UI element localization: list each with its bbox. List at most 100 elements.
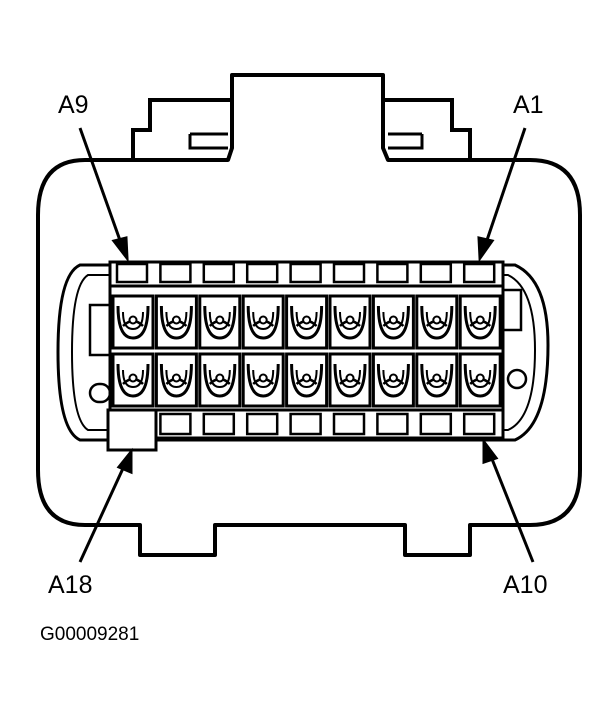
terminal-outline	[203, 363, 237, 398]
mating-face-outline	[56, 263, 550, 442]
terminal-inner	[252, 369, 275, 389]
terminal-outline	[420, 363, 454, 398]
terminal-inner	[295, 369, 318, 389]
terminal-outline	[246, 305, 280, 340]
terminal-inner	[165, 311, 188, 331]
terminal-dot	[388, 315, 398, 325]
label-a1: A1	[513, 91, 544, 119]
top-latch-window	[245, 262, 279, 284]
arrow-a1-head	[477, 236, 495, 263]
right-top-latch	[383, 98, 472, 158]
a18-tab	[106, 408, 158, 452]
arrow-a1	[483, 127, 527, 247]
terminal-outline	[246, 363, 280, 398]
top-latch-window	[332, 262, 366, 284]
cavity-bottom	[198, 352, 242, 408]
terminal-inner	[425, 311, 448, 331]
cavity-top	[154, 294, 198, 350]
cavity-top	[415, 294, 459, 350]
terminal-inner	[208, 369, 231, 389]
top-cavity-strip	[108, 260, 505, 288]
top-latch-window	[376, 262, 409, 284]
bottom-cavity-strip	[108, 408, 505, 440]
terminal-outline	[159, 363, 193, 398]
terminal-inner	[295, 311, 318, 331]
label-a10: A10	[503, 571, 547, 599]
terminal-inner	[165, 369, 188, 389]
terminal-outline	[463, 363, 497, 398]
terminal-outline	[290, 305, 324, 340]
terminal-inner	[382, 311, 405, 331]
terminal-dot	[302, 315, 312, 325]
arrow-a9	[78, 127, 124, 247]
figure-code: G00009281	[40, 624, 139, 645]
terminal-outline	[116, 305, 150, 340]
terminal-dot	[302, 373, 312, 383]
terminal-dot	[128, 373, 138, 383]
terminal-dot	[171, 315, 181, 325]
label-a9: A9	[58, 91, 89, 119]
top-latch-window	[462, 262, 496, 284]
arrow-a10	[488, 453, 535, 563]
terminal-dot	[345, 373, 355, 383]
terminal-dot	[258, 315, 268, 325]
cavity-top	[111, 294, 155, 350]
cavity-bottom	[285, 352, 329, 408]
left-side-pin	[88, 382, 112, 404]
terminal-dot	[215, 315, 225, 325]
arrow-a18	[78, 463, 127, 563]
right-key	[501, 288, 523, 332]
terminal-dot	[345, 315, 355, 325]
terminal-inner	[339, 311, 361, 331]
top-row-cavities	[111, 294, 502, 350]
cavity-top	[458, 294, 502, 350]
top-latch-window	[115, 262, 149, 284]
bottom-latch-window	[245, 412, 279, 436]
label-a18: A18	[48, 571, 92, 599]
terminal-dot	[128, 315, 138, 325]
terminal-inner	[469, 311, 492, 331]
terminal-dot	[171, 373, 181, 383]
bottom-latch-window	[332, 412, 366, 436]
mating-face-inner-outline	[70, 274, 537, 431]
terminal-dot	[258, 373, 268, 383]
cavity-bottom	[371, 352, 415, 408]
terminal-inner	[469, 369, 492, 389]
terminal-outline	[463, 305, 497, 340]
terminal-inner	[208, 311, 231, 331]
cavity-top	[198, 294, 242, 350]
connector-housing	[36, 73, 582, 557]
terminal-inner	[122, 369, 144, 389]
terminal-inner	[425, 369, 448, 389]
terminal-outline	[376, 305, 410, 340]
arrow-a18-head	[116, 447, 133, 475]
top-latch-window	[419, 262, 453, 284]
cavity-top	[328, 294, 372, 350]
arrow-a10-head	[482, 437, 499, 465]
cavity-bottom	[458, 352, 502, 408]
terminal-dot	[475, 315, 485, 325]
bottom-latch-window	[202, 412, 236, 436]
terminal-outline	[116, 363, 150, 398]
terminal-outline	[376, 363, 410, 398]
leader-arrows	[78, 127, 535, 563]
terminal-inner	[382, 369, 405, 389]
terminal-inner	[252, 311, 275, 331]
terminal-outline	[159, 305, 193, 340]
terminal-outline	[290, 363, 324, 398]
top-latch-window	[159, 262, 192, 284]
terminal-inner	[122, 311, 144, 331]
right-side-pin	[506, 368, 528, 390]
terminal-dot	[388, 373, 398, 383]
terminal-outline	[333, 363, 367, 398]
cavity-bottom	[328, 352, 372, 408]
bottom-latch-window	[376, 412, 409, 436]
cavity-top	[285, 294, 329, 350]
bottom-latch-window	[159, 412, 192, 436]
cavity-top	[371, 294, 415, 350]
terminal-outline	[420, 305, 454, 340]
terminal-outline	[203, 305, 237, 340]
terminal-dot	[215, 373, 225, 383]
terminal-inner	[339, 369, 361, 389]
